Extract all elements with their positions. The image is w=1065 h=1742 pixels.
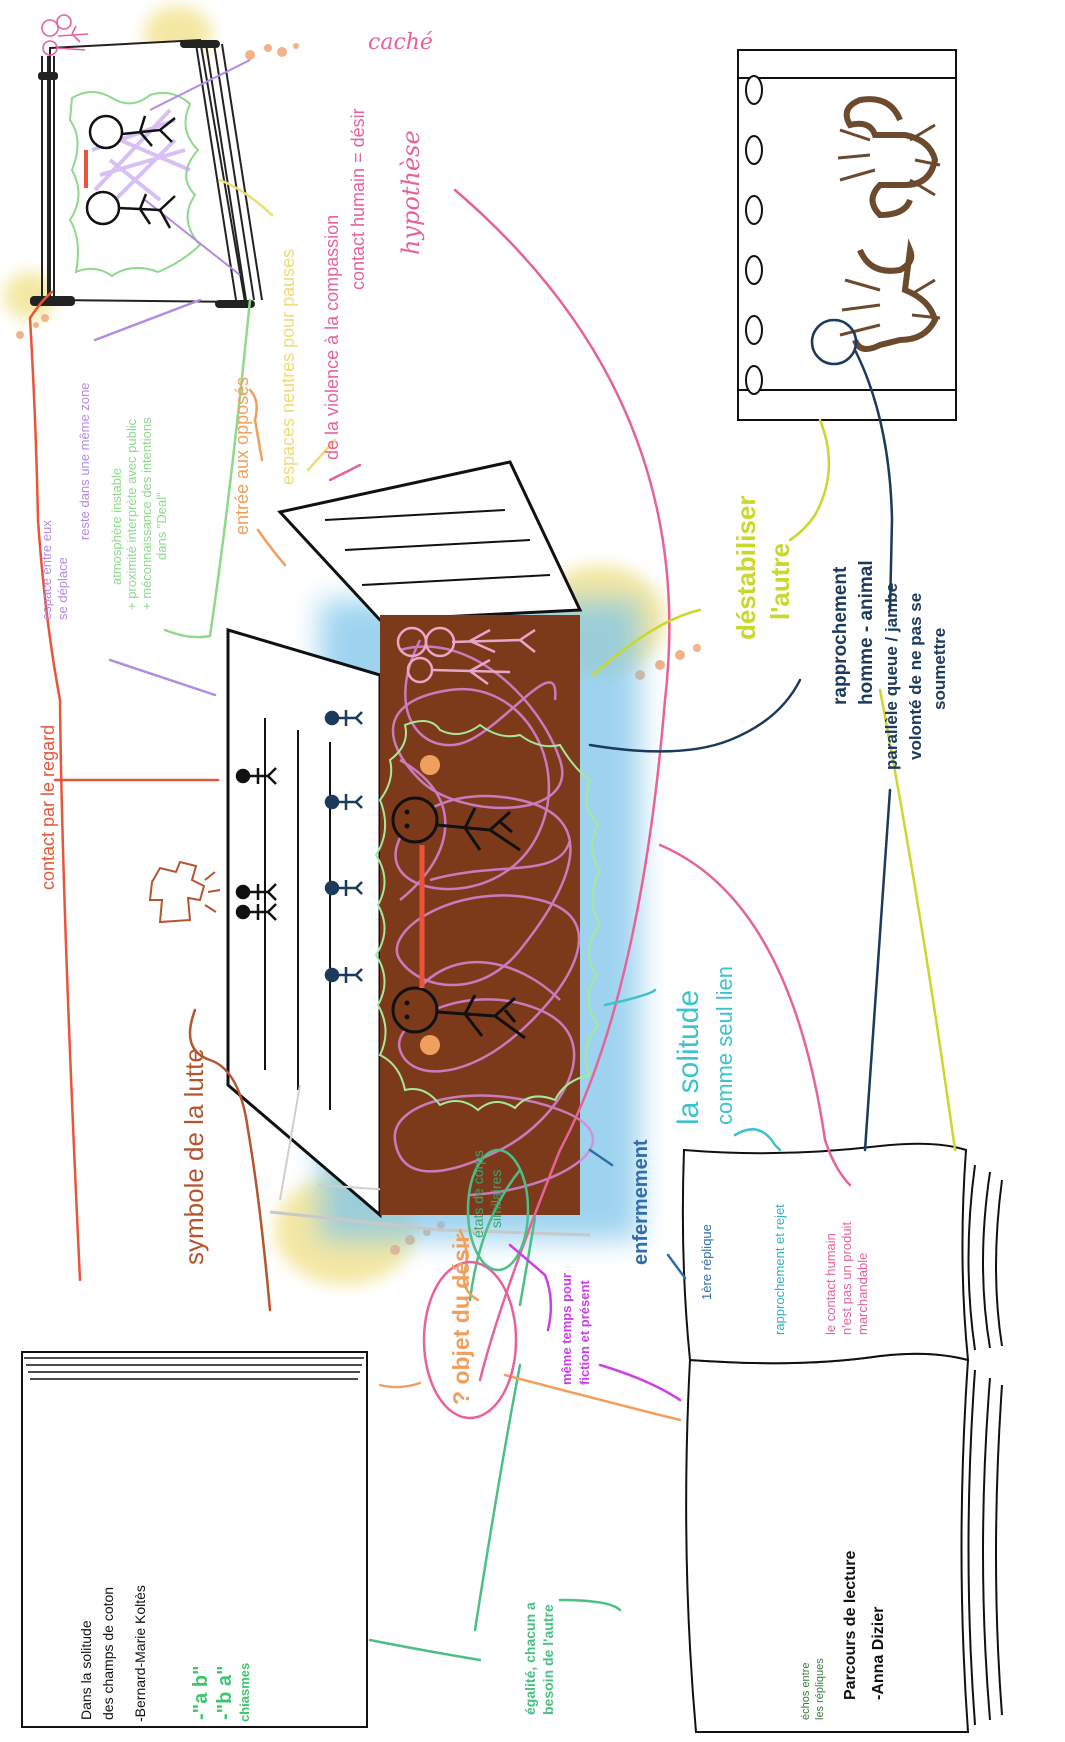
equality-line2: besoin de l'autre xyxy=(540,1604,556,1715)
desire-object-label: ? objet du désir xyxy=(448,1233,474,1405)
struggle-label: symbole de la lutte xyxy=(179,1048,209,1265)
rapprochement-line3: parallèle queue / jambe xyxy=(882,582,901,770)
atmosphere-line1: atmosphère instable xyxy=(109,467,124,585)
opposite-entry-label: entrée aux opposés xyxy=(232,376,252,535)
rapprochement-line1: rapprochement xyxy=(830,566,851,705)
destabilize-line2: l'autre xyxy=(765,543,795,620)
book-title-line1: Dans la solitude xyxy=(78,1620,94,1720)
right-book-author: -Anna Dizier xyxy=(870,1606,887,1700)
same-time-line1: même temps pour xyxy=(559,1273,574,1385)
contact-regard-label: contact par le regard xyxy=(38,724,58,890)
approach-reject: rapprochement et rejet xyxy=(772,1204,787,1335)
first-reply: 1ère réplique xyxy=(699,1224,714,1300)
chiasm-ab: -"a b" xyxy=(190,1665,212,1720)
chiasm-label: chiasmes xyxy=(237,1662,252,1722)
book-icon xyxy=(21,1351,368,1728)
audience-figures xyxy=(324,710,363,983)
connector-lines xyxy=(28,178,957,1662)
equality-line1: égalité, chacun a xyxy=(522,1602,538,1715)
confinement-label: enfermement xyxy=(630,1139,652,1265)
chiasm-ba: -"b a" xyxy=(214,1665,236,1720)
rapprochement-line2: homme - animal xyxy=(856,560,877,705)
same-time-line2: fiction et présent xyxy=(577,1280,592,1385)
hypothesis-label: hypothèse xyxy=(397,130,425,255)
pink-figures-icon xyxy=(41,14,89,56)
destabilize-line1: déstabiliser xyxy=(731,495,761,640)
space-between-line2: se déplace xyxy=(55,557,70,620)
right-book-title: Parcours de lecture xyxy=(842,1550,859,1700)
rapprochement-line5: soumettre xyxy=(930,627,949,710)
main-stage xyxy=(226,460,640,1240)
torn-shirt-icon xyxy=(148,860,221,924)
atmosphere-line3: + méconnaissance des intentions xyxy=(139,417,154,610)
open-book-icon xyxy=(681,1142,1003,1733)
body-states-line1: états de corps xyxy=(470,1150,486,1238)
same-zone-label: reste dans une même zone xyxy=(77,382,92,540)
contact-line1: le contact humain xyxy=(823,1233,838,1335)
atmosphere-line2: + proximité interprète avec public xyxy=(124,418,139,610)
atmosphere-line4: dans "Deal" xyxy=(154,492,169,560)
stick-figure-icon xyxy=(391,796,526,1040)
solitude-line1: la solitude xyxy=(672,989,705,1125)
book-title-line2: des champs de coton xyxy=(100,1586,116,1720)
solitude-line2: comme seul lien xyxy=(712,966,737,1125)
contact-line2: n'est pas un produit xyxy=(839,1221,854,1335)
human-contact-label: contact humain = désir xyxy=(348,108,368,290)
rapprochement-line4: volonté de ne pas se xyxy=(906,592,925,760)
stick-figure-icon xyxy=(85,114,176,229)
violence-compassion-label: de la violence à la compassion xyxy=(322,214,342,460)
neutral-spaces-label: espaces neutres pour pauses xyxy=(278,248,298,485)
echoes-line2: les répliques xyxy=(814,1658,826,1720)
hidden-label: caché xyxy=(368,30,433,55)
body-states-line2: similaires xyxy=(488,1169,504,1228)
audience-figures-dark xyxy=(235,767,277,921)
pink-figures-icon xyxy=(396,626,536,686)
mini-stage-sketch xyxy=(30,14,263,308)
echoes-line1: échos entre xyxy=(800,1662,812,1720)
contact-line3: marchandable xyxy=(855,1252,870,1335)
space-between-line1: espace entre eux xyxy=(39,520,54,620)
book-author: -Bernard-Marie Koltès xyxy=(132,1585,148,1722)
scorpion-icon xyxy=(837,96,941,352)
